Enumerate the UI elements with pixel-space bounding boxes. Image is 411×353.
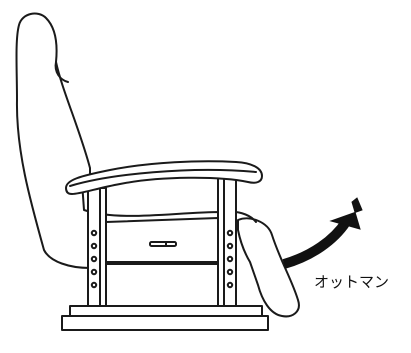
adjust-hole	[90, 281, 98, 289]
adjust-hole	[226, 255, 234, 263]
ottoman	[237, 217, 300, 318]
front-lower-panel	[105, 263, 219, 307]
adjust-hole	[90, 229, 98, 237]
adjust-hole	[90, 255, 98, 263]
headrest-fold-line	[54, 61, 69, 83]
adjust-hole	[226, 268, 234, 276]
adjust-hole	[226, 281, 234, 289]
adjust-hole	[90, 242, 98, 250]
ottoman-motion-arrow	[282, 197, 363, 269]
adjust-hole	[226, 229, 234, 237]
adjust-hole	[90, 268, 98, 276]
armrest-inner-line	[69, 168, 257, 187]
front-upper-panel	[105, 217, 219, 263]
base-platform	[69, 305, 263, 317]
ottoman-label: オットマン	[314, 274, 389, 291]
lever-handle	[149, 241, 177, 247]
adjust-hole	[226, 242, 234, 250]
base-plate	[61, 315, 269, 331]
